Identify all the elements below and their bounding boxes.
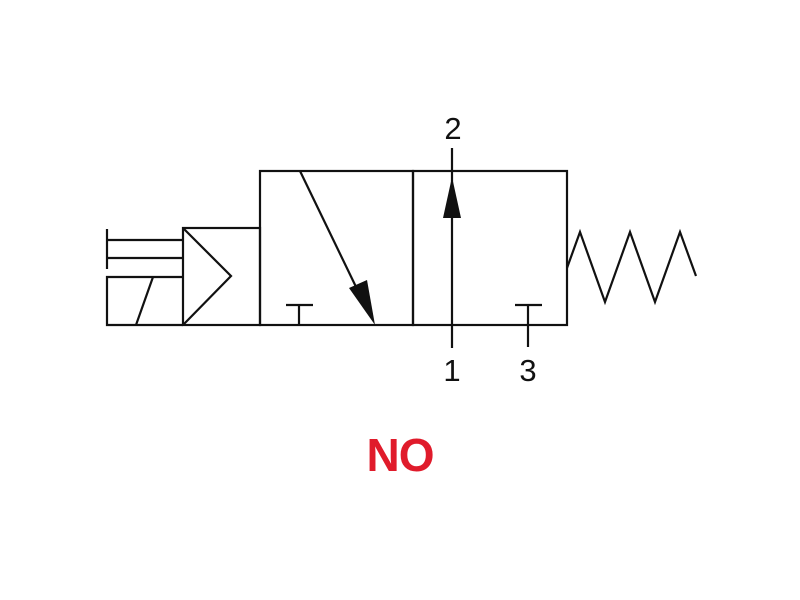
pilot-triangle-icon bbox=[181, 226, 262, 327]
solenoid-with-manual-override-icon bbox=[105, 226, 262, 327]
blocked-port-icon bbox=[515, 303, 542, 347]
arrow-head bbox=[443, 177, 461, 218]
valve-position-normal bbox=[411, 148, 569, 348]
return-spring-icon bbox=[565, 228, 698, 306]
arrow-head bbox=[349, 280, 375, 325]
blocked-port-icon bbox=[286, 303, 313, 325]
valve-state-label: NO bbox=[366, 429, 435, 481]
port-label-1: 1 bbox=[443, 353, 460, 388]
valve-position-actuated bbox=[258, 169, 415, 327]
flow-arrow-diagonal-icon bbox=[299, 170, 375, 325]
solenoid-coil-icon bbox=[105, 275, 183, 327]
port-label-3: 3 bbox=[519, 353, 536, 388]
valve-body bbox=[258, 148, 569, 348]
port-label-2: 2 bbox=[444, 111, 461, 146]
manual-override-icon bbox=[105, 229, 183, 269]
flow-arrow-vertical-icon bbox=[443, 148, 461, 348]
